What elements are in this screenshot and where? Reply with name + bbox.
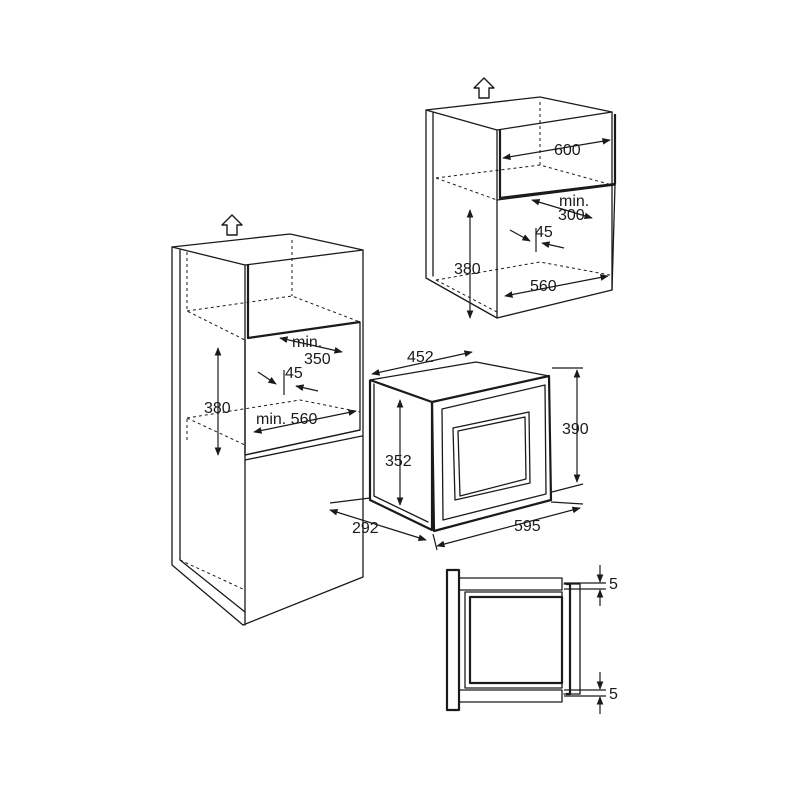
oven-front-height-label: 390 (562, 421, 589, 438)
tall-cabinet: 380 min. 350 45 min. 560 (171, 214, 364, 626)
wall-cabinet-height-label: 380 (454, 261, 481, 278)
oven-unit: 452 390 352 595 292 (329, 349, 589, 551)
wall-cabinet-outer-width-label: 600 (554, 142, 581, 159)
top-gap-label: 5 (609, 576, 618, 593)
tall-cabinet-width-label: min. 560 (256, 411, 317, 428)
wall-cabinet-depth-min-label: min. (559, 193, 589, 210)
tall-cabinet-height-label: 380 (204, 400, 231, 417)
side-section-view: 5 5 (445, 565, 618, 714)
wall-cabinet-offset-label: 45 (535, 224, 553, 241)
wall-cabinet: 600 min. 300 45 380 560 (425, 77, 617, 319)
ventilation-arrow-icon (221, 214, 243, 236)
ventilation-arrow-icon (473, 77, 495, 99)
tall-cabinet-depth-label: 350 (304, 351, 331, 368)
bottom-gap-label: 5 (609, 686, 618, 703)
oven-body-height-label: 352 (385, 453, 412, 470)
oven-total-depth-label: 292 (352, 520, 379, 537)
wall-cabinet-width-label: 560 (530, 278, 557, 295)
oven-body-depth-label: 452 (407, 349, 434, 366)
tall-cabinet-depth-min-label: min. (292, 334, 322, 351)
wall-cabinet-depth-label: 300 (558, 207, 585, 224)
tall-cabinet-offset-label: 45 (285, 365, 303, 382)
oven-front-width-label: 595 (514, 518, 541, 535)
